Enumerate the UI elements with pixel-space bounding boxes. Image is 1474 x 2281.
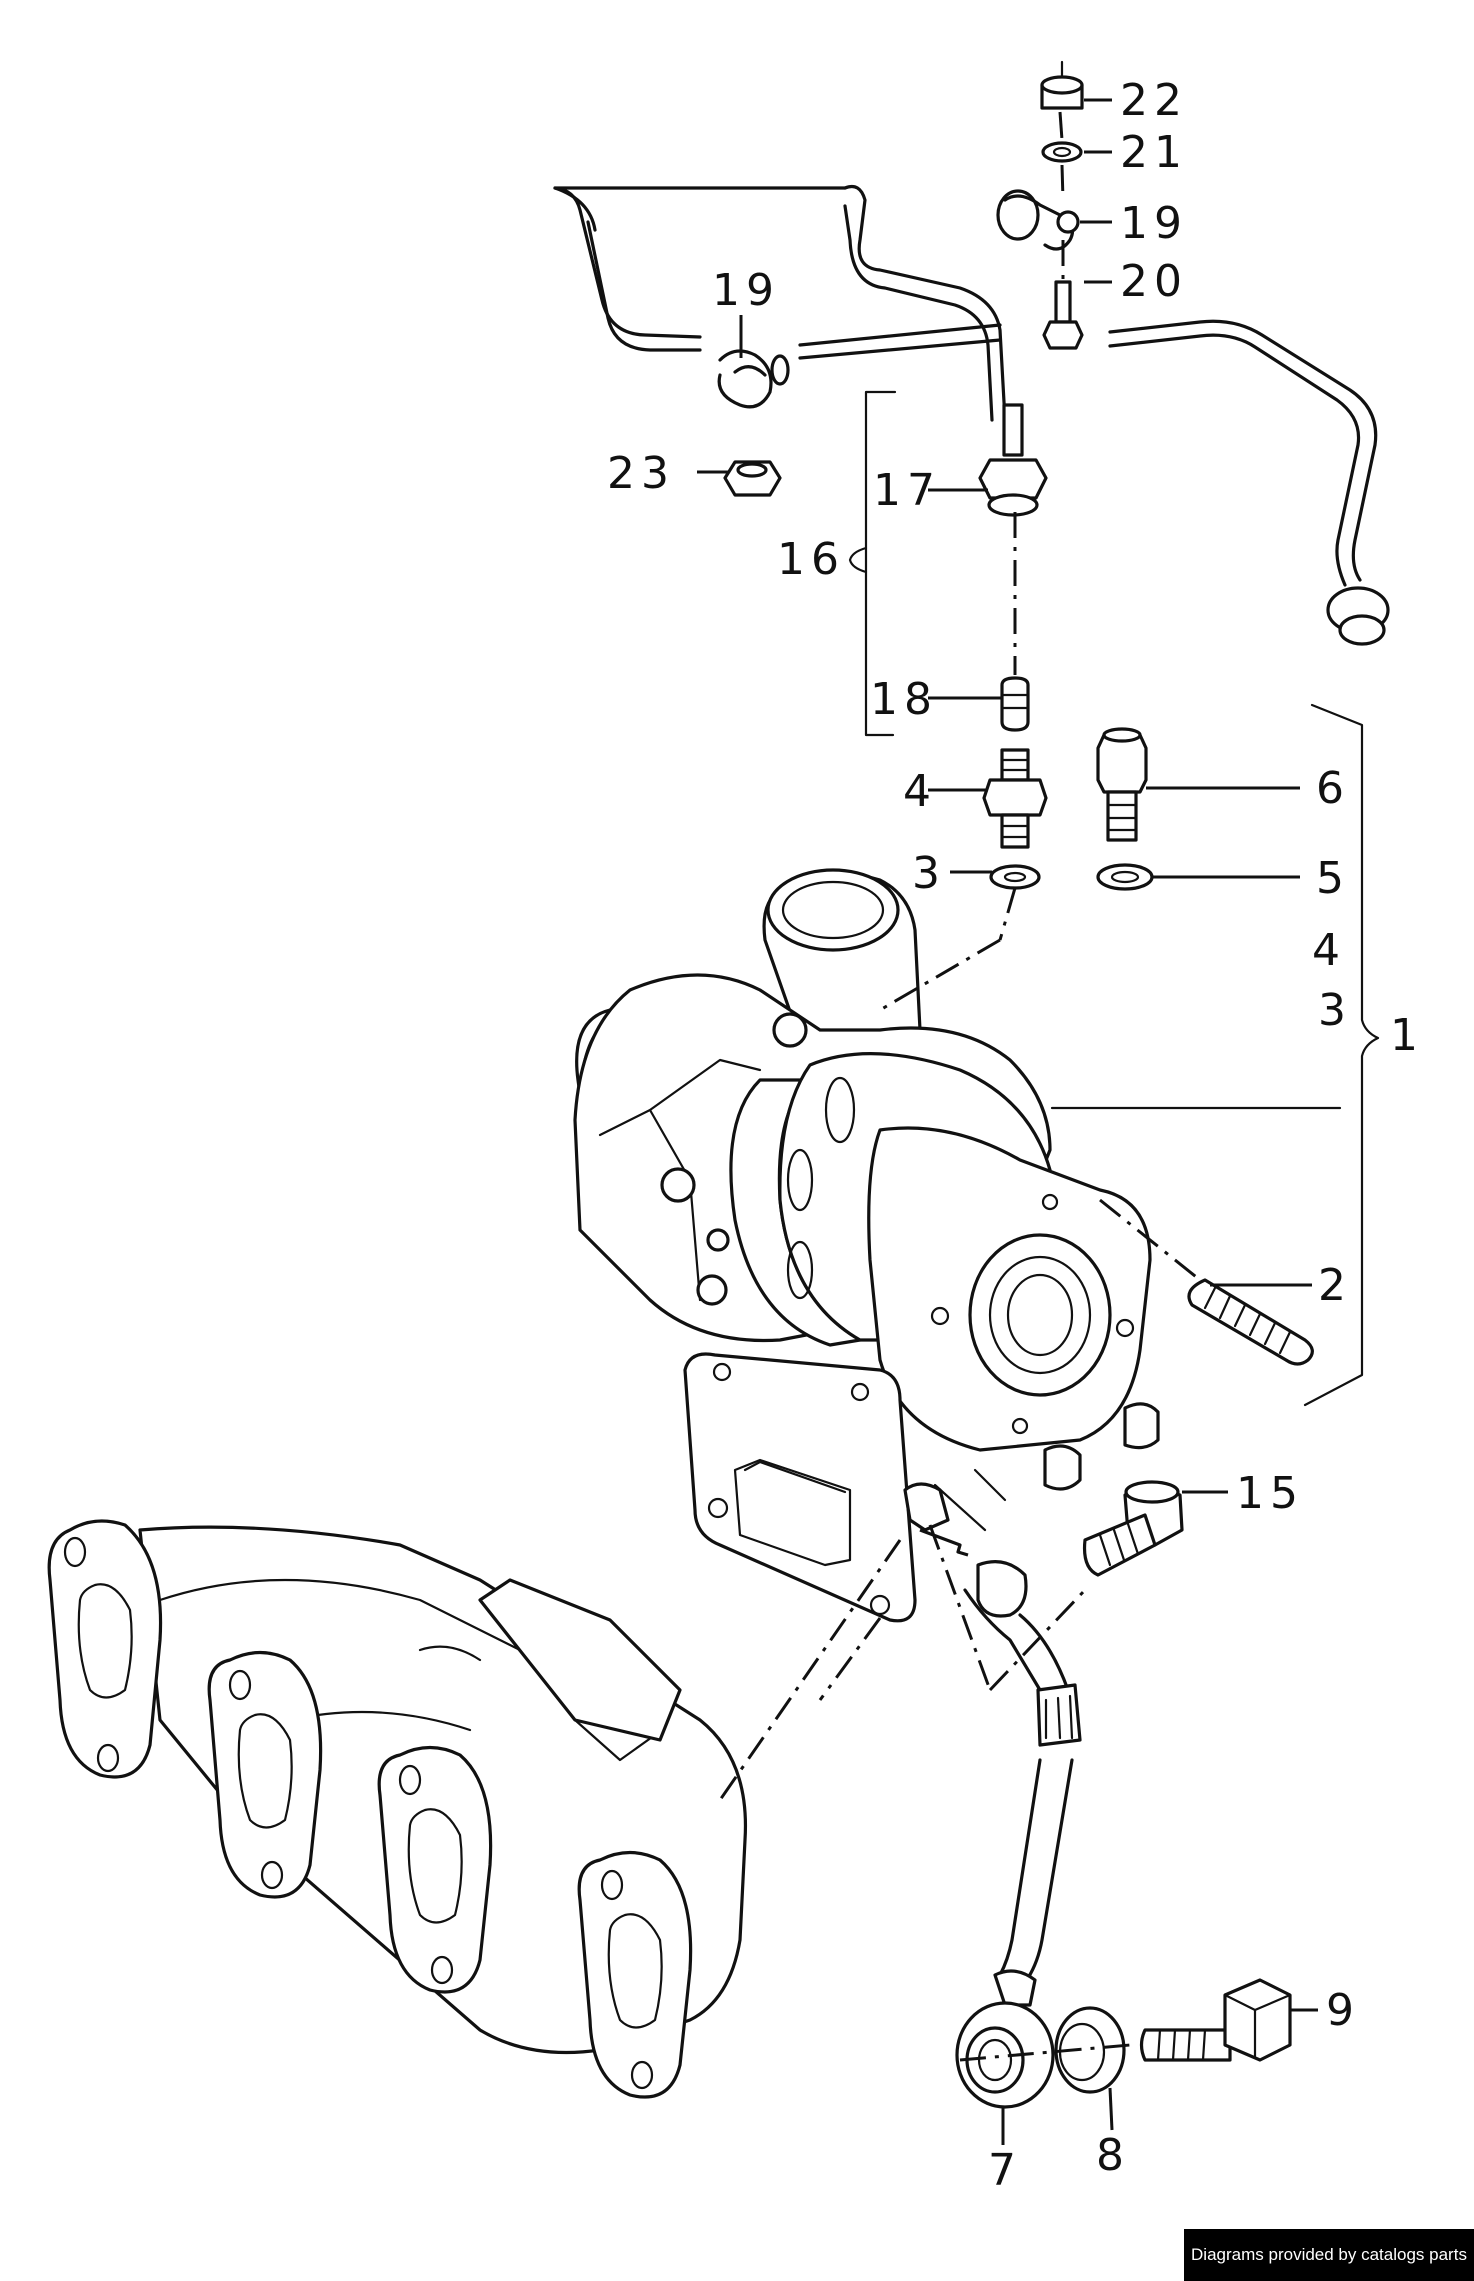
label-4: 4 (903, 766, 937, 817)
credit-banner: Diagrams provided by catalogs parts (1184, 2229, 1474, 2281)
bolt-20 (1042, 280, 1084, 350)
nut-22 (1040, 60, 1084, 110)
banjo-bolt-9 (1139, 1978, 1292, 2062)
label-17: 17 (873, 465, 941, 516)
label-bracket-4: 4 (1312, 925, 1346, 976)
oil-return-line (903, 1482, 1082, 2109)
clip-19-left (717, 349, 790, 409)
clip-19-top (996, 189, 1080, 251)
label-15: 15 (1236, 1468, 1304, 1519)
washer-21 (1041, 141, 1083, 163)
washer-5 (1096, 863, 1154, 891)
bracket-16 (848, 390, 897, 737)
oil-supply-pipe-left (553, 184, 1007, 422)
union-6 (1096, 727, 1148, 842)
label-9: 9 (1326, 1985, 1360, 2036)
exhaust-manifold (47, 1519, 748, 2099)
bracket-1 (1050, 703, 1380, 1407)
label-20: 20 (1120, 256, 1188, 307)
label-5: 5 (1316, 853, 1350, 904)
assembly-center-lines (718, 111, 1201, 2062)
label-bracket-3: 3 (1318, 985, 1352, 1036)
washer-3 (989, 864, 1041, 890)
stud-2 (1187, 1278, 1314, 1366)
union-nut-17 (978, 403, 1048, 517)
label-19-top: 19 (1120, 198, 1188, 249)
label-8: 8 (1096, 2130, 1130, 2181)
label-18: 18 (870, 674, 938, 725)
turbocharger (573, 868, 1160, 1623)
oil-supply-pipe-right (1108, 319, 1390, 646)
label-3: 3 (912, 848, 946, 899)
nut-23 (723, 460, 782, 497)
part-labels: 22 21 19 20 19 23 17 16 18 4 3 6 5 4 3 1… (607, 75, 1424, 2196)
label-22: 22 (1120, 75, 1188, 126)
bolt-15 (1082, 1480, 1184, 1577)
union-4 (982, 748, 1048, 849)
label-2: 2 (1318, 1260, 1352, 1311)
label-23: 23 (607, 448, 675, 499)
label-16: 16 (777, 534, 845, 585)
label-7: 7 (988, 2145, 1022, 2196)
seal-ring-8 (1054, 2006, 1126, 2094)
label-21: 21 (1120, 127, 1188, 178)
label-6: 6 (1316, 763, 1350, 814)
label-1: 1 (1390, 1010, 1424, 1061)
leader-lines (697, 98, 1318, 2145)
label-19-left: 19 (712, 265, 780, 316)
ferrule-18 (1000, 676, 1030, 732)
